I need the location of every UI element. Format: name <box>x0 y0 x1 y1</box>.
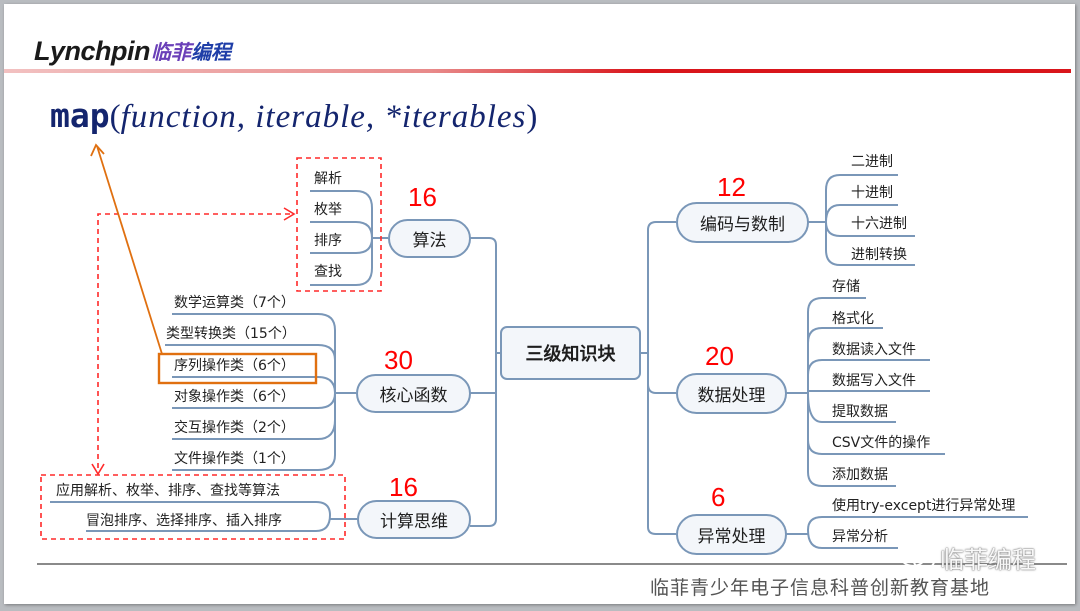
branch-node-exception-handling[interactable]: 异常处理 <box>676 514 787 555</box>
watermark-text: 临菲编程 <box>940 546 1036 574</box>
leaf-encoding-binary: 二进制 <box>851 154 893 170</box>
leaf-exc-analysis: 异常分析 <box>832 529 888 545</box>
wechat-icon <box>900 544 935 570</box>
leaf-dp-extract: 提取数据 <box>832 404 888 420</box>
leaf-dp-append: 添加数据 <box>832 467 888 483</box>
count-computational-thinking: 16 <box>389 472 418 502</box>
root-node[interactable]: 三级知识块 <box>500 326 641 380</box>
leaf-algorithm-enumerate: 枚举 <box>314 202 342 218</box>
count-data-processing: 20 <box>705 341 734 371</box>
leaf-encoding-conversion: 进制转换 <box>851 247 907 263</box>
branch-node-algorithm[interactable]: 算法 <box>388 219 471 258</box>
signature-function-name: map <box>50 96 110 135</box>
leaf-algorithm-search: 查找 <box>314 264 342 280</box>
leaf-core-object-ops: 对象操作类（6个） <box>174 389 295 405</box>
leaf-dp-format: 格式化 <box>832 311 874 327</box>
branch-node-core-functions[interactable]: 核心函数 <box>356 374 471 413</box>
count-exception-handling: 6 <box>711 482 726 512</box>
leaf-core-file-ops: 文件操作类（1个） <box>174 451 295 467</box>
leaf-encoding-hex: 十六进制 <box>851 216 907 232</box>
watermark: 临菲编程 <box>898 540 1036 575</box>
header-divider <box>4 69 1071 73</box>
leaf-core-math: 数学运算类（7个） <box>174 295 295 311</box>
leaf-core-type-conversion: 类型转换类（15个） <box>166 326 296 342</box>
leaf-ct-sorting-methods: 冒泡排序、选择排序、插入排序 <box>86 513 282 529</box>
branch-node-encoding[interactable]: 编码与数制 <box>676 202 809 243</box>
leaf-ct-apply-algorithms: 应用解析、枚举、排序、查找等算法 <box>56 483 280 499</box>
logo-text-en: Lynchpin <box>34 36 151 66</box>
leaf-exc-try-except: 使用try-except进行异常处理 <box>832 498 1016 514</box>
function-signature: map(function, iterable, *iterables) <box>50 96 538 135</box>
leaf-dp-csv: CSV文件的操作 <box>832 435 931 451</box>
footer-divider <box>37 563 1067 565</box>
count-encoding: 12 <box>717 172 746 202</box>
leaf-dp-storage: 存储 <box>832 279 860 295</box>
branch-node-computational-thinking[interactable]: 计算思维 <box>357 500 471 539</box>
count-algorithm: 16 <box>408 182 437 212</box>
leaf-dp-read-file: 数据读入文件 <box>832 342 916 358</box>
leaf-algorithm-parse: 解析 <box>314 171 342 187</box>
leaf-encoding-decimal: 十进制 <box>851 185 893 201</box>
signature-args: function, iterable, *iterables <box>120 99 527 135</box>
branch-node-data-processing[interactable]: 数据处理 <box>676 373 787 414</box>
leaf-dp-write-file: 数据写入文件 <box>832 373 916 389</box>
footer-text: 临菲青少年电子信息科普创新教育基地 <box>650 577 991 599</box>
logo: Lynchpin 临菲编程 <box>34 32 231 66</box>
logo-text-cn: 临菲编程 <box>151 40 231 64</box>
leaf-core-interaction-ops: 交互操作类（2个） <box>174 420 295 436</box>
leaf-algorithm-sort: 排序 <box>314 233 342 249</box>
slide <box>4 4 1075 604</box>
count-core-functions: 30 <box>384 345 413 375</box>
leaf-core-sequence-ops: 序列操作类（6个） <box>174 358 295 374</box>
